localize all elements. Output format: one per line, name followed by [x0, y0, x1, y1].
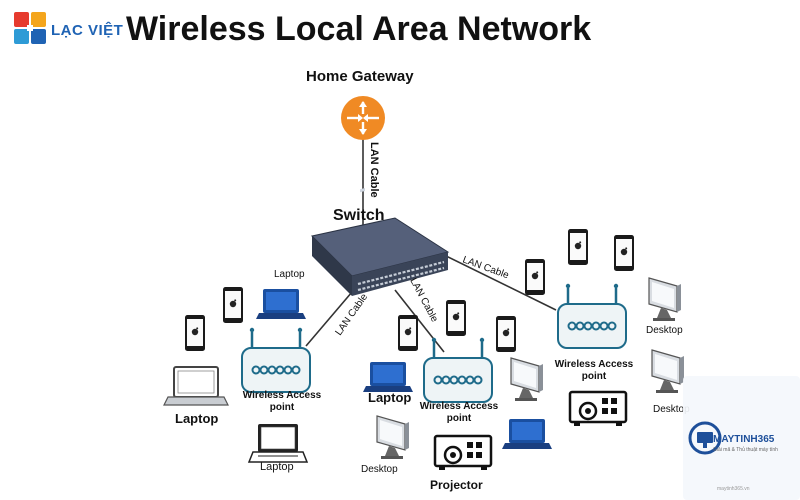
cable-switch-ap-center	[394, 289, 445, 353]
phone-icon	[568, 229, 588, 265]
access-point-right-icon	[556, 282, 628, 350]
access-point-center-icon	[422, 336, 494, 404]
label-laptop-top: Laptop	[274, 269, 305, 280]
phone-icon	[185, 315, 205, 351]
label-ap-right: Wireless Access point	[551, 359, 637, 383]
phone-icon	[496, 316, 516, 352]
label-desktop-right-top: Desktop	[646, 325, 683, 336]
label-ap-left-line2: point	[269, 402, 295, 413]
label-ap-right-line2: point	[581, 371, 607, 382]
laptop-icon	[248, 423, 308, 463]
label-ap-center: Wireless Access point	[416, 401, 502, 425]
phone-icon	[398, 315, 418, 351]
label-laptop-bottom: Laptop	[260, 461, 294, 473]
phone-icon	[446, 300, 466, 336]
label-laptop-center: Laptop	[368, 390, 412, 405]
watermark-badge: MAYTINH365 Giải mã & Thủ thuật máy tính …	[683, 376, 800, 500]
phone-icon	[223, 287, 243, 323]
label-switch: Switch	[333, 207, 385, 224]
desktop-icon	[510, 357, 544, 402]
cable-label-switch-ap-right: LAN Cable	[461, 254, 511, 281]
label-home-gateway: Home Gateway	[306, 68, 414, 85]
laptop-blue-icon	[256, 289, 306, 319]
label-desktop-right-bottom: Desktop	[653, 404, 690, 415]
projector-icon	[433, 434, 493, 472]
brand-logo-icon	[14, 12, 46, 44]
desktop-icon	[651, 349, 685, 394]
label-ap-center-line2: point	[446, 413, 472, 424]
laptop-blue-icon	[363, 362, 413, 392]
cable-switch-ap-right	[439, 252, 557, 311]
phone-icon	[525, 259, 545, 295]
phone-icon	[614, 235, 634, 271]
watermark-name: MAYTINH365	[713, 434, 775, 445]
label-ap-right-line1: Wireless Access	[554, 359, 634, 370]
desktop-icon	[376, 415, 410, 460]
cable-label-gateway-switch: LAN Cable	[368, 142, 380, 198]
label-ap-center-line1: Wireless Access	[419, 401, 499, 412]
cable-switch-ap-left	[305, 291, 353, 347]
cable-label-switch-ap-left: LAN Cable	[333, 291, 370, 337]
laptop-icon	[163, 366, 229, 406]
brand-logo: LẠC VIỆT	[14, 12, 124, 48]
brand-logo-text: LẠC VIỆT	[51, 22, 124, 39]
diagram-title: Wireless Local Area Network	[126, 10, 592, 48]
access-point-left-icon	[240, 326, 312, 394]
label-desktop-center: Desktop	[361, 464, 398, 475]
desktop-icon	[648, 277, 682, 322]
projector-icon	[568, 390, 628, 428]
watermark-monitor-icon	[688, 421, 722, 455]
label-projector-center: Projector	[430, 478, 483, 492]
gateway-router-icon	[341, 96, 385, 140]
label-ap-left-line1: Wireless Access	[242, 390, 322, 401]
watermark-footer: maytinh365.vn	[717, 486, 750, 492]
network-switch-icon	[310, 187, 450, 296]
label-laptop-left: Laptop	[175, 411, 219, 426]
laptop-blue-icon	[502, 419, 552, 449]
label-ap-left: Wireless Access point	[240, 390, 324, 414]
watermark-subtitle: Giải mã & Thủ thuật máy tính	[713, 447, 778, 453]
